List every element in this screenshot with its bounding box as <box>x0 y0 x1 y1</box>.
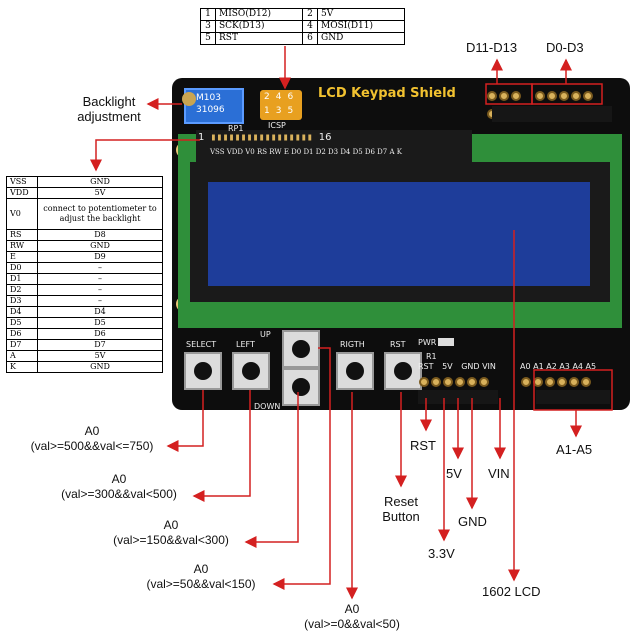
label-gnd: GND <box>458 514 487 529</box>
potentiometer-knob[interactable] <box>182 92 196 106</box>
down-button[interactable] <box>282 368 320 406</box>
lcd-pin-last-number: 16 <box>318 132 332 143</box>
r1-label: R1 <box>426 352 437 361</box>
lcd-header-strip <box>196 130 472 162</box>
backlight-potentiometer[interactable]: M103 31096 <box>184 88 244 124</box>
lcd-pin-names: VSS VDD V0 RS RW E D0 D1 D2 D3 D4 D5 D6 … <box>210 148 402 156</box>
lcd-pin-first-number: 1 <box>198 132 205 143</box>
table-row: D1– <box>6 273 163 285</box>
label-d11-d13: D11-D13 <box>466 40 518 55</box>
reset-button[interactable] <box>384 352 422 390</box>
arrow-down <box>244 392 299 548</box>
label-a0-up: A0(val>=50&&val<150) <box>146 562 256 591</box>
rst-button-label: RST <box>390 340 406 349</box>
header-row-top <box>492 106 612 122</box>
pot-marking-1: M103 <box>196 93 221 103</box>
power-header-labels: RST 5V GND VIN <box>418 362 496 371</box>
right-button[interactable] <box>336 352 374 390</box>
rp1-label: RP1 <box>228 124 244 133</box>
icsp-label: ICSP <box>268 121 286 130</box>
select-button[interactable] <box>184 352 222 390</box>
label-a0-select: A0(val>=500&&val<=750) <box>30 424 154 453</box>
board-title: LCD Keypad Shield <box>318 86 456 101</box>
table-row: D3– <box>6 295 163 307</box>
pwr-led <box>438 338 454 346</box>
arrow-up <box>272 347 331 590</box>
label-5v: 5V <box>446 466 462 481</box>
label-backlight-adjustment: Backlight adjustment <box>77 94 141 124</box>
pot-marking-2: 31096 <box>196 105 225 115</box>
box-a1-a5 <box>533 369 613 411</box>
label-a0-right: A0(val>=0&&val<50) <box>304 602 400 631</box>
down-button-label: DOWN <box>254 402 281 411</box>
power-header <box>418 374 498 392</box>
label-a1-a5: A1-A5 <box>556 442 593 457</box>
lcd-header-pins: 1 ▮▮▮▮▮▮▮▮▮▮▮▮▮▮▮▮▮ 16 <box>198 132 332 143</box>
lcd-screen <box>208 182 590 286</box>
icsp-bottom-numbers: 135 <box>264 106 300 116</box>
label-a0-down: A0(val>=150&&val<300) <box>113 518 229 547</box>
select-button-label: SELECT <box>186 340 217 349</box>
left-button[interactable] <box>232 352 270 390</box>
label-vin: VIN <box>488 466 510 481</box>
analog-header-labels: A0 A1 A2 A3 A4 A5 <box>520 362 597 371</box>
label-reset-button: Reset Button <box>382 494 420 524</box>
analog-header-lower <box>536 390 610 404</box>
header-d0-d3 <box>534 88 600 104</box>
power-header-lower <box>418 390 498 404</box>
up-button-label: UP <box>260 330 271 339</box>
label-1602-lcd: 1602 LCD <box>482 584 541 599</box>
box-d0-d3 <box>531 83 603 105</box>
box-d11-d13 <box>485 83 533 105</box>
left-button-label: LEFT <box>236 340 255 349</box>
arrow-lcd-pins <box>90 139 200 172</box>
label-a0-left: A0(val>=300&&val<500) <box>61 472 177 501</box>
icsp-header: 246 135 <box>260 90 302 120</box>
icsp-top-numbers: 246 <box>264 92 300 102</box>
pwr-led-label: PWR <box>418 338 437 347</box>
right-button-label: RIGTH <box>340 340 365 349</box>
label-d0-d3: D0-D3 <box>546 40 584 55</box>
arrow-select <box>166 390 204 452</box>
up-button[interactable] <box>282 330 320 368</box>
arrow-left <box>192 390 251 502</box>
label-3v3: 3.3V <box>428 546 455 561</box>
label-rst: RST <box>410 438 436 453</box>
